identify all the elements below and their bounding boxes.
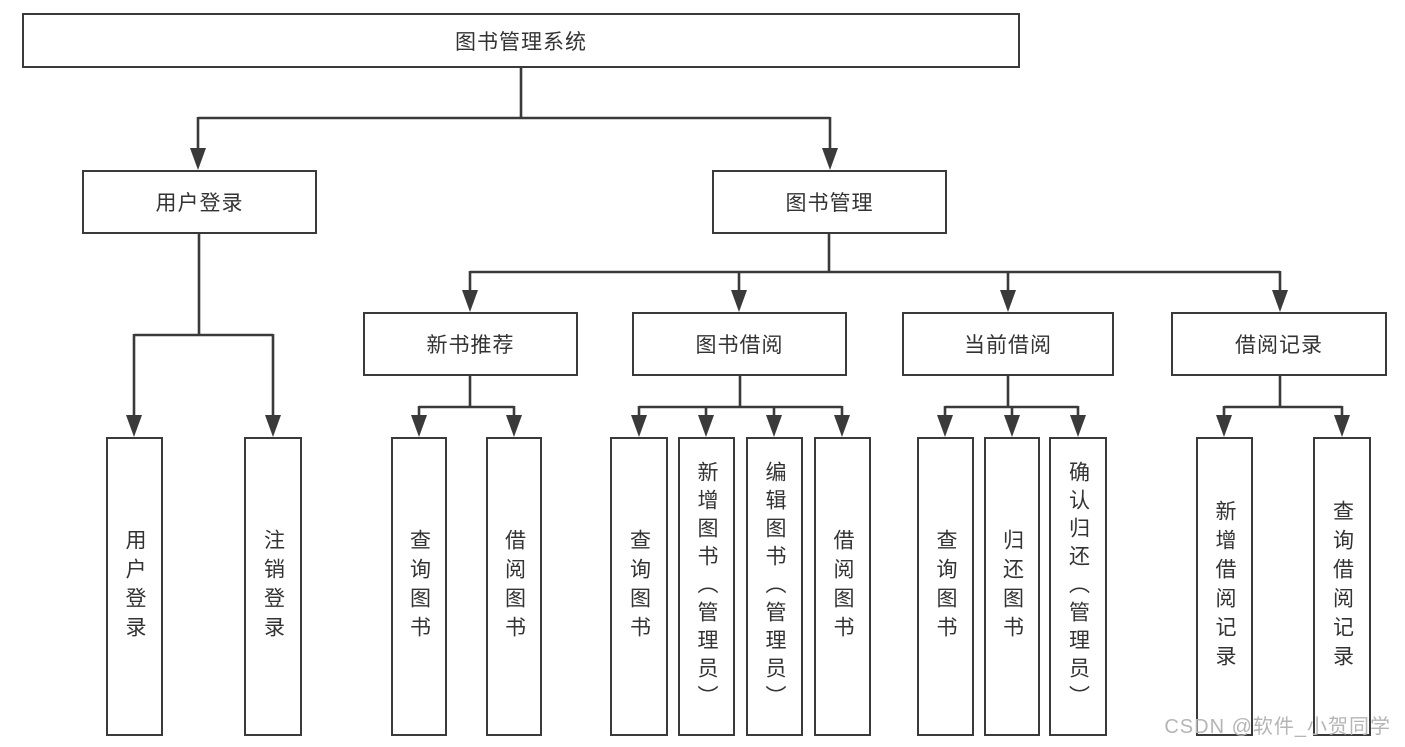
node-label: 新增借阅记录	[1213, 499, 1236, 674]
node-label: 用户登录	[123, 528, 146, 645]
leaf-user-login: 用户登录	[106, 437, 163, 736]
node-label: 图书管理系统	[455, 30, 587, 54]
node-label: 借阅图书	[831, 528, 854, 645]
leaf-confirm-return-admin: 确认归还（管理员）	[1049, 437, 1107, 736]
node-book-management: 图书管理	[712, 170, 947, 234]
node-label: 借阅图书	[502, 528, 526, 645]
node-label: 图书借阅	[695, 334, 784, 357]
node-book-borrowing: 图书借阅	[632, 312, 847, 376]
node-label: 查询借阅记录	[1330, 499, 1354, 674]
node-new-book-recommendation: 新书推荐	[363, 312, 578, 376]
node-current-borrowing: 当前借阅	[902, 312, 1114, 376]
node-label: 查询图书	[407, 528, 431, 645]
node-label: 用户登录	[155, 192, 244, 215]
leaf-query-books: 查询图书	[610, 437, 668, 736]
leaf-query-books: 查询图书	[917, 437, 974, 736]
node-label: 借阅记录	[1235, 334, 1323, 357]
leaf-edit-books-admin: 编辑图书（管理员）	[746, 437, 803, 736]
node-label: 新书推荐	[426, 334, 515, 357]
node-borrow-records: 借阅记录	[1171, 312, 1387, 376]
node-label: 查询图书	[627, 528, 651, 645]
node-label: 编辑图书（管理员）	[763, 460, 786, 713]
node-library-management-system: 图书管理系统	[22, 13, 1020, 68]
node-label: 图书管理	[785, 192, 874, 215]
node-label: 注销登录	[261, 528, 285, 645]
node-label: 新增图书（管理员）	[695, 460, 718, 713]
leaf-add-books-admin: 新增图书（管理员）	[678, 437, 735, 736]
leaf-borrow-books: 借阅图书	[486, 437, 542, 736]
leaf-add-borrow-record: 新增借阅记录	[1196, 437, 1253, 736]
node-label: 查询图书	[934, 528, 957, 645]
leaf-return-books: 归还图书	[984, 437, 1040, 736]
leaf-query-books: 查询图书	[391, 437, 447, 736]
node-label: 确认归还（管理员）	[1066, 460, 1090, 713]
leaf-logout: 注销登录	[244, 437, 302, 736]
node-label: 归还图书	[1000, 528, 1024, 645]
node-user-login: 用户登录	[82, 170, 317, 234]
leaf-query-borrow-record: 查询借阅记录	[1313, 437, 1371, 736]
watermark: CSDN @软件_小贺同学	[1164, 716, 1391, 738]
leaf-borrow-books: 借阅图书	[814, 437, 871, 736]
node-label: 当前借阅	[964, 334, 1052, 357]
